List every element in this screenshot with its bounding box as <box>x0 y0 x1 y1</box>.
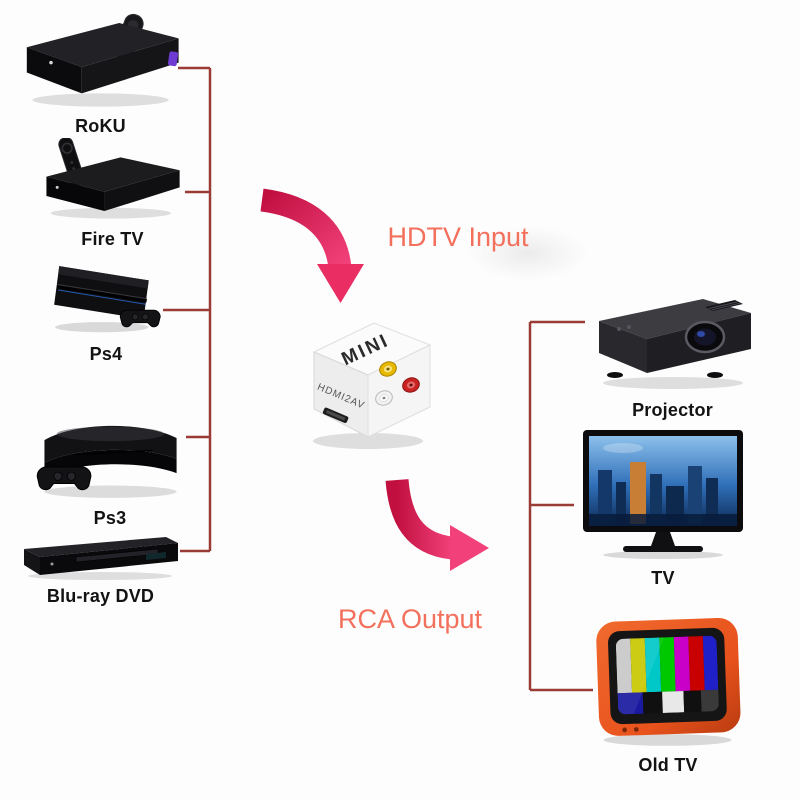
oldtv-knob <box>633 727 639 732</box>
bluray-display <box>146 552 166 560</box>
device-label-firetv: Fire TV <box>81 228 144 249</box>
firetv-box-side <box>104 170 180 212</box>
converter-hdmi-port <box>322 407 349 423</box>
hdtv-input-caption: HDTV Input <box>387 222 529 252</box>
tv-illustration <box>583 430 743 559</box>
roku-box-top <box>26 23 179 67</box>
ps3-controller <box>36 466 92 491</box>
device-tv: TV <box>578 428 748 589</box>
projector-illustration <box>599 299 751 389</box>
device-label-roku: RoKU <box>75 116 126 136</box>
ps3-illustration <box>36 425 177 498</box>
ps4-illustration <box>54 266 161 333</box>
device-label-projector: Projector <box>632 400 713 420</box>
device-oldtv: Old TV <box>588 612 748 776</box>
tv-stand-base <box>623 546 703 552</box>
roku-purple-tag <box>167 51 179 67</box>
oldtv-illustration <box>596 617 741 746</box>
bluray-top <box>24 537 178 557</box>
tv-screen <box>589 436 737 526</box>
rca-output-arrow <box>385 478 489 571</box>
device-label-bluray: Blu-ray DVD <box>46 586 155 606</box>
projector-lens <box>684 320 726 354</box>
bluray-illustration <box>24 537 178 580</box>
device-label-ps4: Ps4 <box>89 344 123 365</box>
projector-front-left <box>599 321 647 373</box>
firetv-box-front <box>46 176 105 212</box>
ps4-gloss-panel <box>58 266 149 289</box>
ps3-body-front <box>44 449 177 478</box>
rca-jack-yellow <box>379 361 397 377</box>
hdmi2av-converter: MINI HDMI2AV <box>298 305 438 453</box>
tv-stand-neck <box>651 532 675 546</box>
device-ps3: Ps3 <box>30 405 190 529</box>
background-smudge <box>468 226 588 281</box>
device-label-tv: TV <box>651 568 675 588</box>
device-ps4: Ps4 <box>45 256 167 365</box>
roku-box-front <box>26 47 82 94</box>
bluray-side <box>24 549 40 575</box>
left-bracket-lines <box>163 66 212 553</box>
rca-output-caption: RCA Output <box>337 604 483 634</box>
right-bracket-lines <box>528 320 593 692</box>
rca-jack-white <box>375 390 393 406</box>
device-label-oldtv: Old TV <box>638 754 698 775</box>
device-label-ps3: Ps3 <box>93 508 127 529</box>
firetv-box-top <box>46 157 180 192</box>
firetv-illustration <box>46 138 180 219</box>
device-bluray: Blu-ray DVD <box>18 533 183 607</box>
oldtv-test-pattern-screen <box>615 635 720 715</box>
roku-illustration <box>26 13 179 107</box>
roku-box-side <box>81 38 179 94</box>
hdtv-input-arrow <box>260 188 364 303</box>
device-projector: Projector <box>585 285 760 421</box>
converter-illustration: MINI HDMI2AV <box>312 322 432 449</box>
device-roku: RoKU <box>18 12 183 137</box>
rca-jack-red <box>402 377 420 393</box>
device-firetv: Fire TV <box>40 138 185 250</box>
oldtv-knob <box>622 727 627 733</box>
ps4-controller <box>119 309 161 328</box>
